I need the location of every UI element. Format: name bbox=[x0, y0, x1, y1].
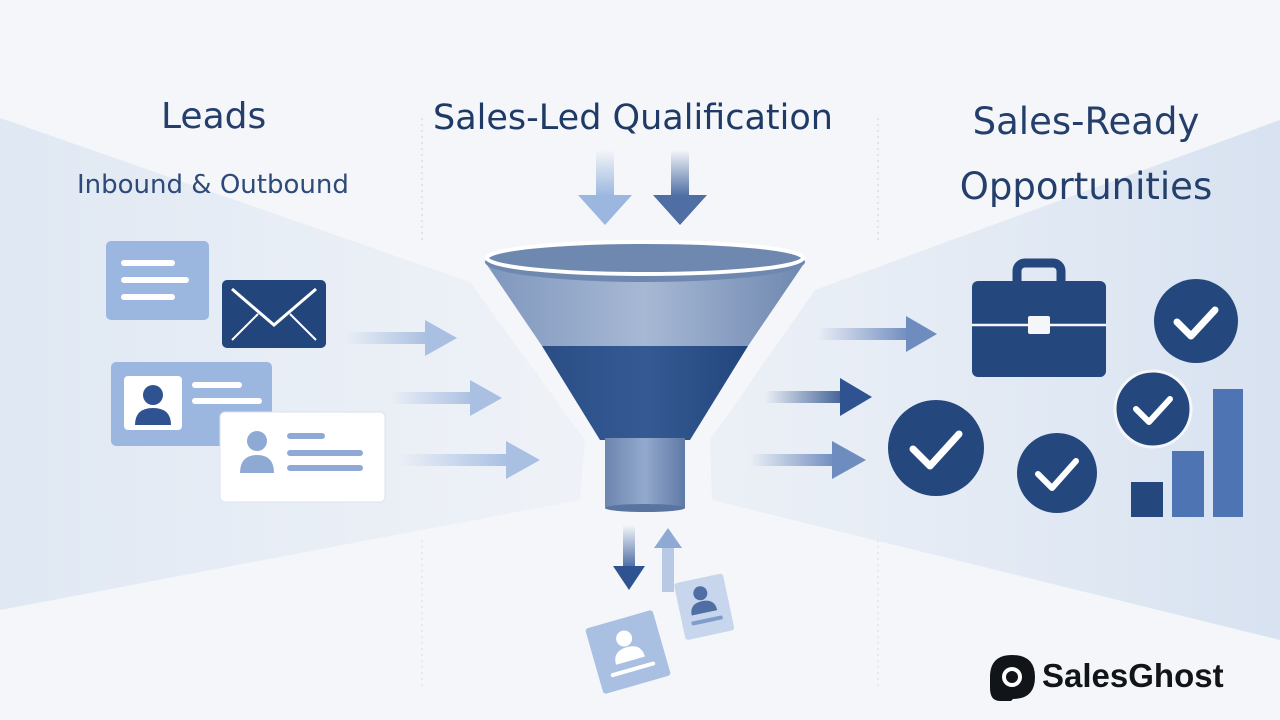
lead-flow-arrow bbox=[400, 441, 540, 479]
envelope-icon bbox=[222, 280, 326, 348]
down-arrow-icon bbox=[613, 525, 645, 590]
document-card-icon bbox=[106, 241, 209, 320]
up-arrow-icon bbox=[654, 528, 682, 592]
rejected-lead-card-icon bbox=[585, 610, 671, 694]
brand-name: SalesGhost bbox=[1042, 657, 1224, 694]
briefcase-icon bbox=[972, 258, 1106, 377]
checkmark-badge-icon bbox=[1154, 279, 1238, 363]
leads-subtitle: Inbound & Outbound bbox=[77, 170, 349, 200]
contact-card-icon bbox=[219, 411, 386, 503]
leads-title: Leads bbox=[161, 96, 267, 137]
ghost-icon bbox=[990, 655, 1035, 701]
opportunity-flow-arrow bbox=[765, 378, 872, 416]
down-arrow-icon bbox=[578, 150, 632, 225]
opportunity-flow-arrow bbox=[750, 441, 866, 479]
lead-flow-arrow bbox=[390, 380, 502, 416]
opportunities-title-line1: Sales-Ready bbox=[972, 100, 1200, 143]
opportunities-title-line2: Opportunities bbox=[959, 165, 1213, 208]
qualification-title: Sales-Led Qualification bbox=[433, 98, 833, 138]
bar-chart-icon bbox=[1131, 389, 1243, 517]
opportunity-flow-arrow bbox=[818, 316, 937, 352]
lead-flow-arrow bbox=[345, 320, 457, 356]
checkmark-badge-icon bbox=[1017, 433, 1097, 513]
funnel-icon bbox=[485, 240, 805, 512]
checkmark-badge-icon bbox=[888, 400, 984, 496]
checkmark-badge-icon bbox=[1113, 369, 1193, 449]
rejected-lead-card-icon bbox=[674, 573, 735, 640]
down-arrow-icon bbox=[653, 150, 707, 225]
